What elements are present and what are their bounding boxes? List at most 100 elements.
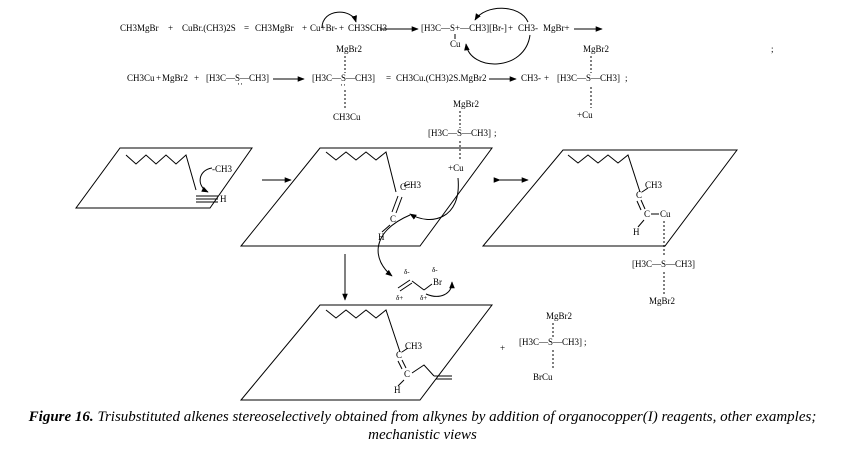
plus-sign: + <box>500 343 505 353</box>
alkyl-chain <box>325 309 401 353</box>
complex-mgbr2: MgBr2 <box>336 44 362 54</box>
lone-pair: ·· <box>237 79 243 89</box>
methyl-label: CH3 <box>404 180 422 190</box>
double-bond <box>397 360 403 370</box>
electron-arrow <box>321 11 357 29</box>
c2-label: C <box>404 369 410 379</box>
bond-line <box>423 283 433 291</box>
double-bond <box>636 200 642 211</box>
reagent-dimethyl-sulfide: [H3C—S—CH3] <box>206 73 269 83</box>
allyl-chain <box>411 364 435 377</box>
plus-sign: + <box>508 23 513 33</box>
complex-dms: [H3C—S—CH3] <box>312 73 375 83</box>
semicolon: ; <box>625 73 628 83</box>
electron-arrow <box>474 7 529 23</box>
hydrogen-label: H <box>394 385 401 395</box>
plus-sign: + <box>339 23 344 33</box>
partial-charge: δ- <box>404 268 410 276</box>
complex-methylcopper: CH3Cu <box>333 112 361 122</box>
bond-line <box>397 379 405 387</box>
complex-mgbr2: MgBr2 <box>546 311 572 321</box>
complex-dms: [H3C—S—CH3] <box>557 73 620 83</box>
equals-sign: = <box>244 23 249 33</box>
equals-sign: = <box>386 73 391 83</box>
methyl-label: CH3 <box>645 180 663 190</box>
complex-mgbr2: MgBr2 <box>583 44 609 54</box>
copper-label: Cu <box>450 39 461 49</box>
product-cubr: Cu+Br- <box>310 23 337 33</box>
plane-product: C CH3 C H <box>239 304 494 401</box>
copper-cation: +Cu <box>577 110 593 120</box>
bond-line <box>411 280 425 291</box>
plane-outline <box>481 149 738 247</box>
plus-sign: + <box>168 23 173 33</box>
electron-arrow <box>377 214 411 277</box>
complex-dms: [H3C—S—CH3] <box>632 259 695 269</box>
alkyl-chain <box>125 154 197 191</box>
allyl-bromide: δ- δ- Br δ+ δ+ <box>377 214 455 302</box>
copper-bromide: BrCu <box>533 372 553 382</box>
bond-line <box>401 347 409 353</box>
bromine-label: Br <box>433 277 442 287</box>
plane-alkyne: H -CH3 <box>75 147 253 209</box>
double-bond <box>395 196 403 214</box>
c1-label: C <box>636 190 642 200</box>
sulfonium-complex: [H3C—S+—CH3][Br-] <box>421 23 507 33</box>
plane-outline <box>239 147 493 247</box>
double-bond <box>391 195 399 213</box>
plus-sign: + <box>544 73 549 83</box>
c1-label: C <box>396 350 402 360</box>
semicolon: ; <box>771 44 774 54</box>
double-bond <box>397 279 411 289</box>
complex-dms: [H3C—S—CH3] <box>428 128 491 138</box>
reagent-mgbr2: MgBr2 <box>162 73 188 83</box>
electron-arrow <box>199 167 213 193</box>
bond-line <box>637 219 645 228</box>
partial-charge: δ+ <box>420 294 427 302</box>
electron-arrow <box>464 34 531 65</box>
semicolon: ; <box>584 337 587 347</box>
byproduct-complex: + MgBr2 [H3C—S—CH3] ; BrCu <box>500 311 587 382</box>
alkyl-chain <box>325 151 397 193</box>
double-bond <box>640 199 646 210</box>
row-1-equation: CH3MgBr + CuBr.(CH3)2S = CH3MgBr + Cu+Br… <box>120 7 774 65</box>
plane-outline <box>239 304 494 401</box>
figure-caption: Figure 16. Trisubstituted alkenes stereo… <box>0 408 845 444</box>
product-cuprate-complex: CH3Cu.(CH3)2S.MgBr2 <box>396 73 487 83</box>
caption-text: Trisubstituted alkenes stereoselectively… <box>93 409 817 443</box>
row-2-equation: CH3Cu + MgBr2 + [H3C—S—CH3] ·· MgBr2 [H3… <box>127 44 628 122</box>
complex-dms: [H3C—S—CH3] <box>519 337 582 347</box>
electron-arrow <box>425 281 455 297</box>
c2-label: C <box>644 209 650 219</box>
reagent-methylcopper: CH3Cu <box>127 73 155 83</box>
copper-label: Cu <box>660 209 671 219</box>
center-copper-complex: MgBr2 [H3C—S—CH3] ; +Cu <box>428 99 497 173</box>
reagent-ch3mgbr: CH3MgBr <box>120 23 159 33</box>
partial-charge: δ+ <box>396 294 403 302</box>
plane-outline <box>75 147 253 209</box>
methyl-anion: CH3- <box>518 23 538 33</box>
figure-label: Figure 16. <box>28 409 94 425</box>
plane-vinylcopper: C CH3 C Cu H [H3C—S—CH3] MgBr2 <box>481 149 738 306</box>
c2-label: C <box>390 214 396 224</box>
methyl-anion: CH3- <box>521 73 541 83</box>
reagent-cubr-dms: CuBr.(CH3)2S <box>182 23 236 33</box>
bond-line <box>641 187 649 193</box>
plus-sign: + <box>302 23 307 33</box>
methyl-label: CH3 <box>405 341 423 351</box>
double-bond <box>401 359 407 369</box>
mgbr-cation: MgBr+ <box>543 23 570 33</box>
alkyl-chain <box>567 154 641 193</box>
complex-mgbr2: MgBr2 <box>453 99 479 109</box>
plus-sign: + <box>194 73 199 83</box>
methyl-anion: -CH3 <box>212 164 232 174</box>
complex-mgbr2: MgBr2 <box>649 296 675 306</box>
bond-line <box>381 224 391 233</box>
plus-sign: + <box>156 73 161 83</box>
double-bond <box>399 282 413 292</box>
c1-label: C <box>400 182 406 192</box>
product-dimethyl-sulfide: CH3SCH3 <box>348 23 388 33</box>
copper-cation: +Cu <box>448 163 464 173</box>
lone-pair: ·· <box>340 80 346 90</box>
partial-charge: δ- <box>432 266 438 274</box>
